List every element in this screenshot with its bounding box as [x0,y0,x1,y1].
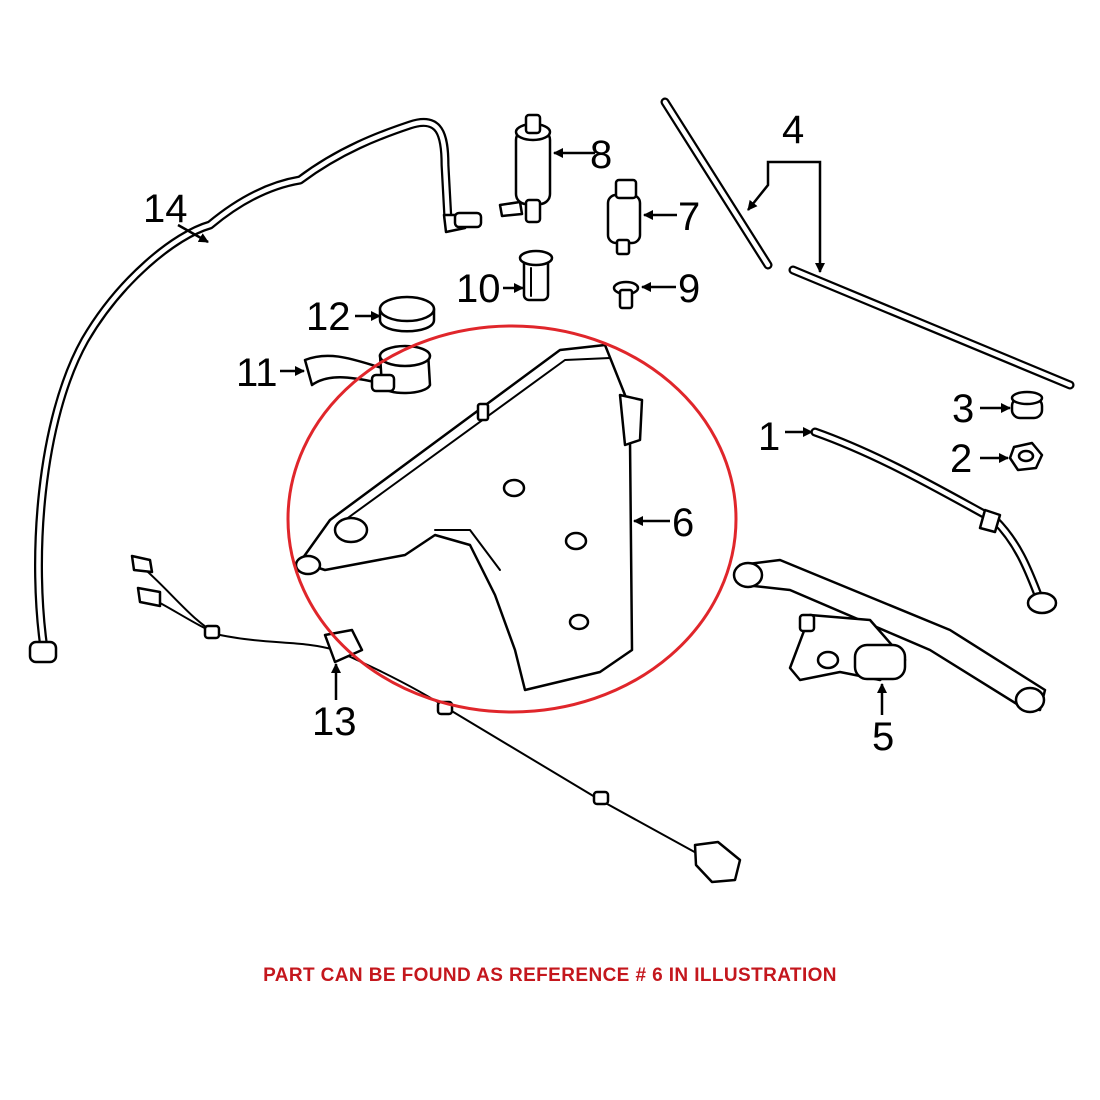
callout-4: 4 [782,108,804,152]
wiper-arm-part-1 [810,427,1058,615]
washer-reservoir-part-6 [294,343,644,692]
grommet-part-10 [518,249,554,302]
screw-part-9 [612,280,640,310]
washer-hose-part-14 [28,117,483,664]
callout-12: 12 [306,295,351,339]
nut-cover-part-3 [1010,390,1044,420]
leader-lines [177,148,1011,715]
hex-nut-part-2 [1008,441,1044,472]
callout-3: 3 [952,387,974,431]
wiring-harness-part-13 [130,554,742,884]
callout-7: 7 [678,195,700,239]
reservoir-cap-part-12 [378,295,436,333]
callout-8: 8 [590,133,612,177]
washer-pump-part-7 [606,178,642,256]
reference-6-highlight-circle [286,324,738,714]
washer-pump-part-8 [498,113,552,224]
wiper-linkage-motor-part-5 [732,558,1047,714]
callout-9: 9 [678,267,700,311]
callout-14: 14 [143,187,188,231]
callout-13: 13 [312,700,357,744]
callout-labels: 1 2 3 4 5 6 7 8 9 10 11 12 13 14 [143,108,974,759]
callout-6: 6 [672,501,694,545]
callout-10: 10 [456,267,501,311]
filler-neck-part-11 [303,344,432,395]
callout-1: 1 [758,415,780,459]
callout-2: 2 [950,437,972,481]
wiper-blade-part-4 [660,97,1075,390]
callout-5: 5 [872,715,894,759]
callout-11: 11 [236,351,278,395]
reference-note: PART CAN BE FOUND AS REFERENCE # 6 IN IL… [263,965,837,986]
